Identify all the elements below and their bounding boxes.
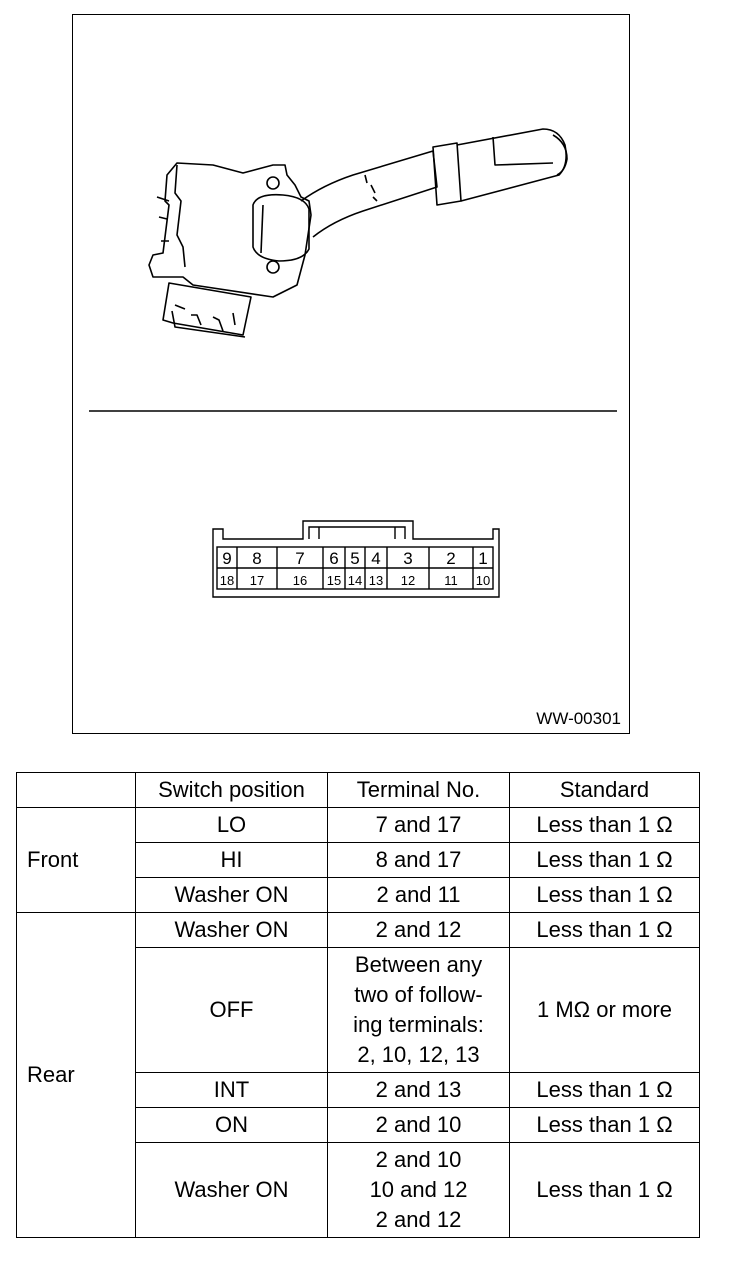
cell-terminal: 2 and 10 10 and 12 2 and 12 xyxy=(327,1142,510,1238)
group-rear: Rear xyxy=(16,912,136,1238)
pin-label-7: 7 xyxy=(295,549,304,568)
cell-standard: Less than 1 Ω xyxy=(509,1072,700,1108)
pin-label-15: 15 xyxy=(327,573,341,588)
table-row: HI 8 and 17 Less than 1 Ω xyxy=(17,842,700,878)
header-switch-position: Switch position xyxy=(135,772,328,808)
connector-bottom-row: 18 17 16 15 14 13 12 11 10 xyxy=(220,573,490,588)
table-row: OFF Between any two of follow- ing termi… xyxy=(17,947,700,1073)
cell-position: Washer ON xyxy=(135,912,328,948)
cell-standard: Less than 1 Ω xyxy=(509,912,700,948)
pin-label-12: 12 xyxy=(401,573,415,588)
spec-table: Switch position Terminal No. Standard Fr… xyxy=(16,772,700,1238)
cell-position: HI xyxy=(135,842,328,878)
cell-terminal: 8 and 17 xyxy=(327,842,510,878)
table-header-row: Switch position Terminal No. Standard xyxy=(16,772,700,808)
cell-standard: 1 MΩ or more xyxy=(509,947,700,1073)
cell-position: LO xyxy=(135,807,328,843)
header-blank xyxy=(16,772,136,808)
table-row: Washer ON 2 and 11 Less than 1 Ω xyxy=(17,877,700,913)
pin-label-8: 8 xyxy=(252,549,261,568)
pin-label-2: 2 xyxy=(446,549,455,568)
pin-label-10: 10 xyxy=(476,573,490,588)
cell-standard: Less than 1 Ω xyxy=(509,842,700,878)
table-row: Front LO 7 and 17 Less than 1 Ω xyxy=(16,807,700,913)
pin-label-1: 1 xyxy=(478,549,487,568)
cell-position: OFF xyxy=(135,947,328,1073)
pin-label-3: 3 xyxy=(403,549,412,568)
cell-terminal: 2 and 11 xyxy=(327,877,510,913)
cell-terminal: 2 and 10 xyxy=(327,1107,510,1143)
pin-label-16: 16 xyxy=(293,573,307,588)
pin-label-17: 17 xyxy=(250,573,264,588)
pin-label-5: 5 xyxy=(350,549,359,568)
cell-terminal: 2 and 13 xyxy=(327,1072,510,1108)
pin-label-9: 9 xyxy=(222,549,231,568)
connector-face xyxy=(212,520,500,598)
header-terminal-no: Terminal No. xyxy=(327,772,510,808)
pin-label-11: 11 xyxy=(444,573,458,588)
table-row: Washer ON 2 and 10 10 and 12 2 and 12 Le… xyxy=(17,1142,700,1238)
pin-label-18: 18 xyxy=(220,573,234,588)
header-standard: Standard xyxy=(509,772,700,808)
pin-label-13: 13 xyxy=(369,573,383,588)
cell-position: INT xyxy=(135,1072,328,1108)
table-row: ON 2 and 10 Less than 1 Ω xyxy=(17,1107,700,1143)
cell-terminal: 7 and 17 xyxy=(327,807,510,843)
pin-label-14: 14 xyxy=(348,573,362,588)
cell-terminal: Between any two of follow- ing terminals… xyxy=(327,947,510,1073)
cell-standard: Less than 1 Ω xyxy=(509,1107,700,1143)
table-row: INT 2 and 13 Less than 1 Ω xyxy=(17,1072,700,1108)
cell-position: ON xyxy=(135,1107,328,1143)
figure-id: WW-00301 xyxy=(536,709,621,728)
cell-standard: Less than 1 Ω xyxy=(509,877,700,913)
cell-terminal: 2 and 12 xyxy=(327,912,510,948)
group-front: Front xyxy=(16,807,136,913)
pin-label-4: 4 xyxy=(371,549,380,568)
table-row: Rear Washer ON 2 and 12 Less than 1 Ω xyxy=(16,912,700,1238)
cell-standard: Less than 1 Ω xyxy=(509,807,700,843)
pin-label-6: 6 xyxy=(329,549,338,568)
wiper-switch-drawing xyxy=(148,128,568,338)
cell-standard: Less than 1 Ω xyxy=(509,1142,700,1238)
cell-position: Washer ON xyxy=(135,877,328,913)
cell-position: Washer ON xyxy=(135,1142,328,1238)
